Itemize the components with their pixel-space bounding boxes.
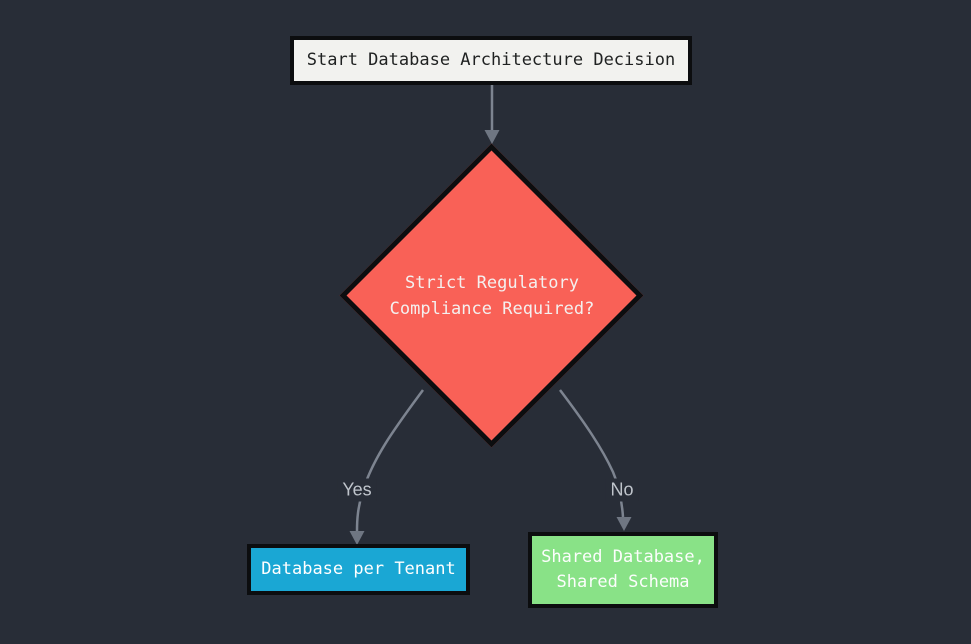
node-start-label: Start Database Architecture Decision bbox=[306, 50, 676, 70]
node-database-per-tenant: Database per Tenant bbox=[247, 544, 470, 595]
arrowhead-start-to-decision bbox=[484, 130, 500, 144]
node-shared-label-line2: Shared Schema bbox=[556, 572, 690, 592]
node-start: Start Database Architecture Decision bbox=[290, 36, 692, 85]
node-shared-label-line1: Shared Database, bbox=[541, 547, 705, 567]
edge-yes bbox=[355, 389, 425, 532]
node-decision-label-line1: Strict Regulatory bbox=[405, 273, 579, 293]
node-tenant-label: Database per Tenant bbox=[261, 559, 456, 579]
edge-label-yes: Yes bbox=[337, 478, 377, 502]
edge-label-no: No bbox=[605, 478, 639, 502]
node-shared-database: Shared Database, Shared Schema bbox=[528, 532, 718, 608]
arrowhead-no bbox=[616, 517, 632, 531]
edge-no bbox=[559, 389, 625, 518]
node-decision-label: Strict Regulatory Compliance Required? bbox=[342, 270, 642, 322]
arrowhead-yes bbox=[349, 531, 365, 545]
node-decision-label-line2: Compliance Required? bbox=[389, 299, 595, 319]
